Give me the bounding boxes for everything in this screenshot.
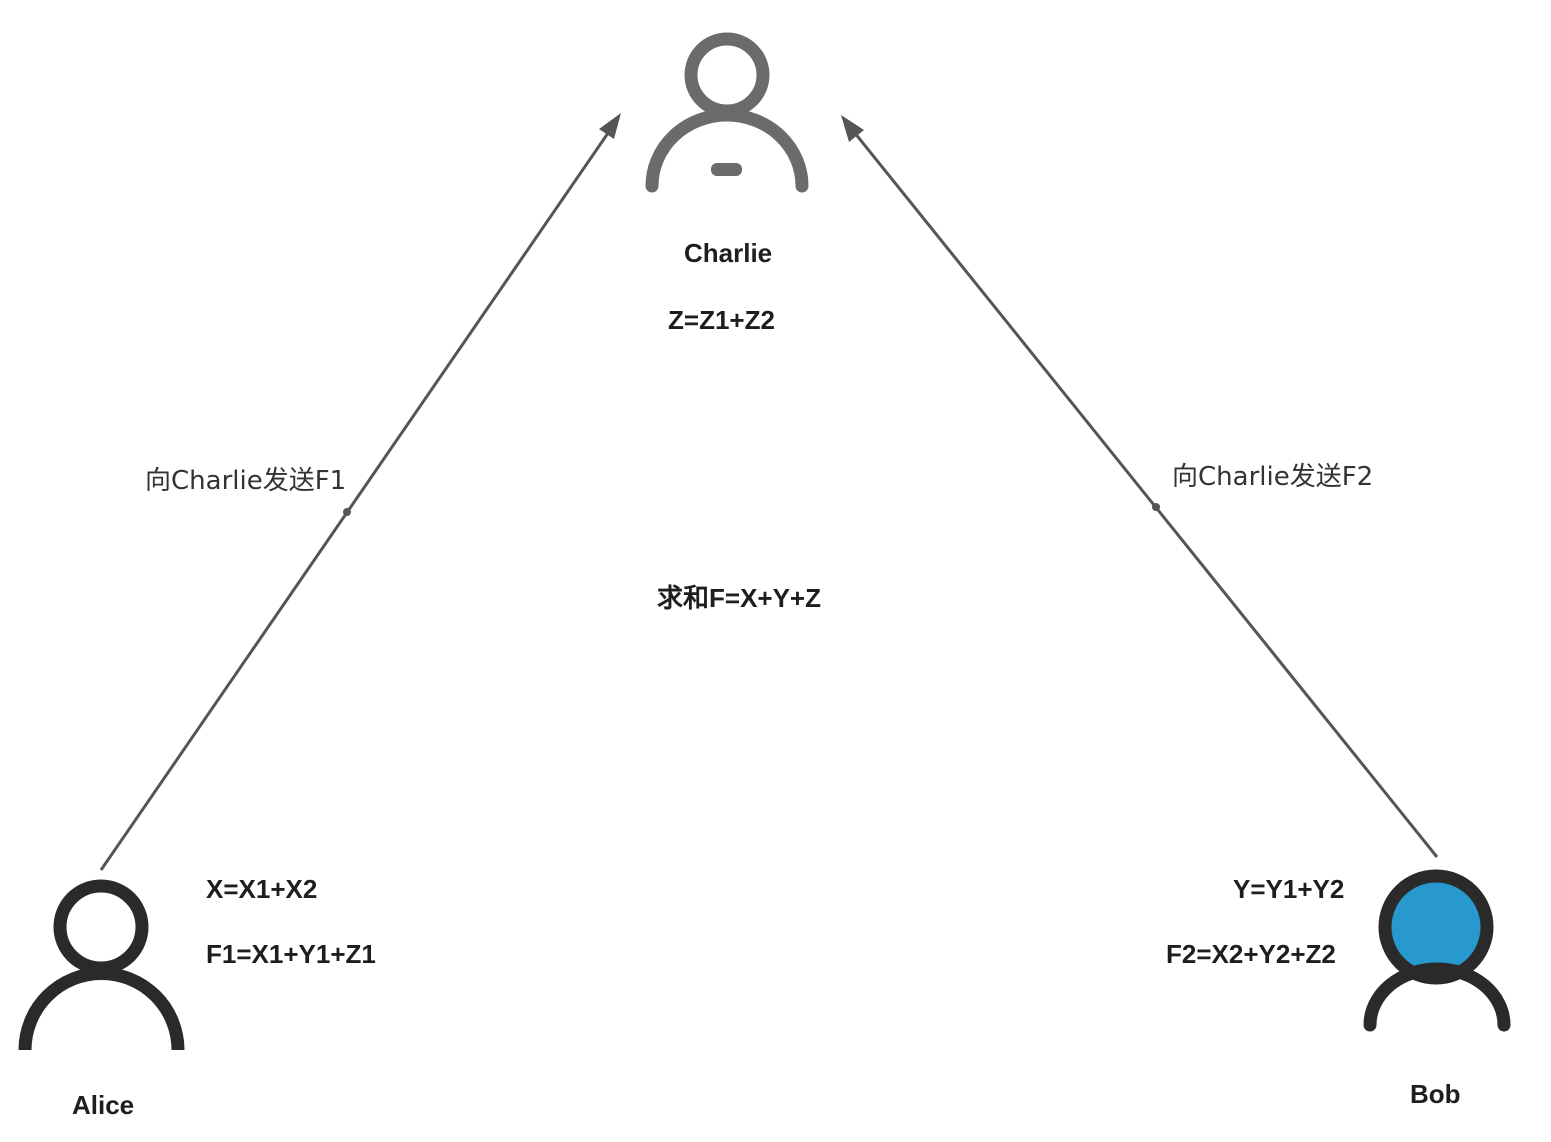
charlie-equation: Z=Z1+Z2 (668, 305, 775, 335)
edge-label-f1: 向Charlie发送F1 (145, 466, 347, 496)
bob-name: Bob (1410, 1079, 1461, 1109)
edge-alice-to-charlie[interactable] (99, 113, 621, 871)
charlie-name: Charlie (684, 238, 773, 268)
edge-bob-to-charlie[interactable] (841, 115, 1439, 858)
center-sum-label: 求和F=X+Y+Z (657, 583, 821, 613)
charlie-user-icon[interactable] (645, 32, 809, 193)
alice-user-icon[interactable] (18, 879, 185, 1051)
bob-user-icon[interactable] (1363, 869, 1511, 1032)
edge-label-f2: 向Charlie发送F2 (1172, 462, 1374, 492)
alice-equation-x: X=X1+X2 (206, 874, 318, 904)
bob-equation-f2: F2=X2+Y2+Z2 (1166, 939, 1336, 969)
alice-name: Alice (72, 1090, 135, 1120)
edge-midpoint-handle[interactable] (1152, 503, 1160, 511)
edge-midpoint-handle[interactable] (343, 508, 351, 516)
bob-equation-y: Y=Y1+Y2 (1233, 874, 1345, 904)
alice-equation-f1: F1=X1+Y1+Z1 (206, 939, 376, 969)
